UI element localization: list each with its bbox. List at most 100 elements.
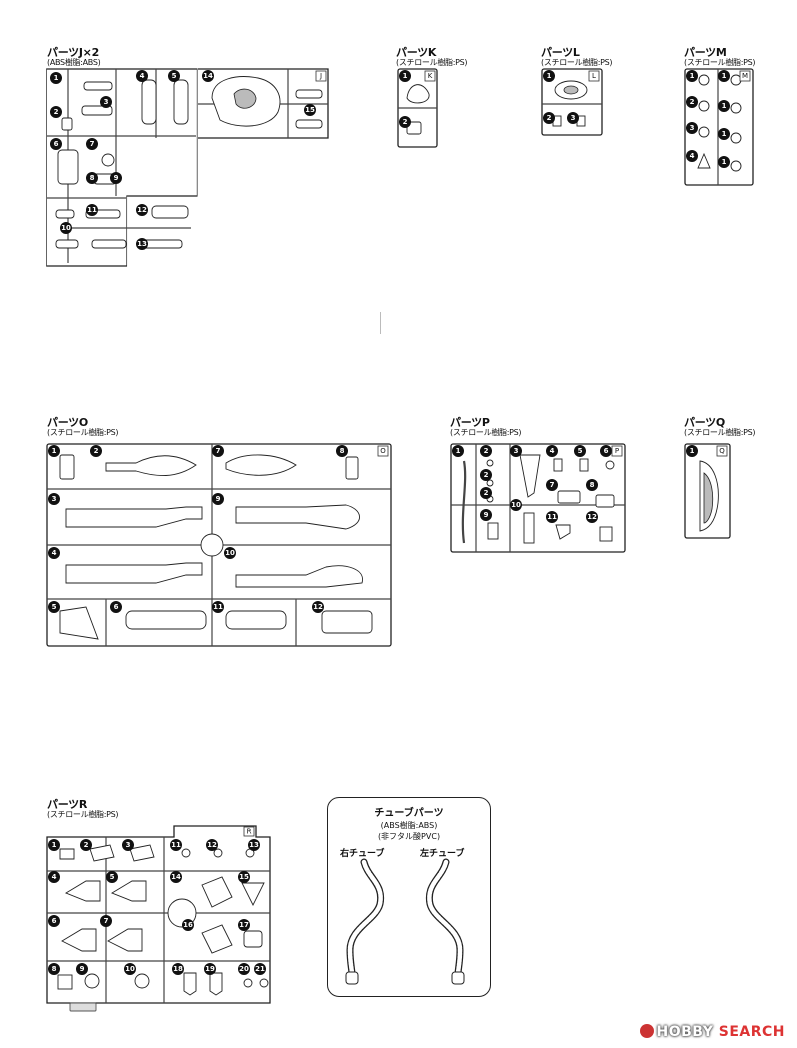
- svg-text:12: 12: [587, 513, 597, 521]
- svg-text:K: K: [428, 72, 433, 80]
- svg-text:3: 3: [126, 841, 131, 849]
- runner-p: 1 2 3 4 5 6 2 2 7 8 9 10 11 12 P: [450, 443, 626, 553]
- svg-text:3: 3: [690, 124, 695, 132]
- svg-text:5: 5: [172, 72, 177, 80]
- runner-o: 1 2 7 8 3 9 4 10 5 6 11 12 O: [46, 443, 392, 647]
- svg-text:8: 8: [52, 965, 57, 973]
- svg-text:10: 10: [511, 501, 521, 509]
- svg-text:4: 4: [140, 72, 145, 80]
- runner-r: 1 2 3 11 12 13 4 5 14 15 6 7 16 17 8 9 1…: [46, 825, 271, 1012]
- svg-text:13: 13: [137, 240, 147, 248]
- svg-text:3: 3: [104, 98, 109, 106]
- parts-k-title: パーツK: [396, 46, 437, 59]
- svg-text:2: 2: [484, 447, 489, 455]
- svg-text:9: 9: [80, 965, 85, 973]
- svg-text:4: 4: [52, 873, 57, 881]
- svg-text:19: 19: [205, 965, 215, 973]
- svg-text:5: 5: [578, 447, 583, 455]
- hobby-search-logo-icon: [639, 1024, 654, 1038]
- svg-text:P: P: [615, 447, 619, 455]
- parts-r-material: (スチロール樹脂:PS): [47, 810, 119, 819]
- svg-text:17: 17: [239, 921, 249, 929]
- runner-j: 1 2 3 4 5 6 7 8 9 11 12 10 13: [46, 68, 198, 267]
- svg-text:15: 15: [305, 106, 315, 114]
- tube-parts-title: チューブパーツ: [374, 808, 444, 819]
- svg-text:3: 3: [514, 447, 519, 455]
- svg-text:1: 1: [722, 130, 727, 138]
- svg-text:2: 2: [484, 489, 489, 497]
- svg-text:15: 15: [239, 873, 249, 881]
- svg-text:11: 11: [213, 603, 223, 611]
- svg-text:11: 11: [547, 513, 557, 521]
- svg-text:1: 1: [690, 447, 695, 455]
- svg-text:7: 7: [550, 481, 555, 489]
- svg-text:1: 1: [690, 72, 695, 80]
- svg-text:1: 1: [722, 102, 727, 110]
- svg-text:L: L: [592, 72, 596, 80]
- svg-text:8: 8: [590, 481, 595, 489]
- svg-text:1: 1: [547, 72, 552, 80]
- svg-text:4: 4: [52, 549, 57, 557]
- parts-j-material: (ABS樹脂:ABS): [47, 58, 101, 67]
- tube-parts-box: チューブパーツ (ABS樹脂:ABS) (非フタル酸PVC) 右チューブ 左チュ…: [327, 797, 491, 997]
- svg-text:7: 7: [90, 140, 95, 148]
- svg-text:7: 7: [216, 447, 221, 455]
- svg-text:10: 10: [61, 224, 71, 232]
- runner-l: 1 2 3 L: [541, 68, 603, 136]
- svg-text:1: 1: [722, 72, 727, 80]
- svg-text:2: 2: [403, 118, 408, 126]
- parts-o-title: パーツO: [47, 416, 88, 429]
- parts-r-title: パーツR: [47, 798, 88, 811]
- parts-k-material: (スチロール樹脂:PS): [396, 58, 468, 67]
- parts-p-material: (スチロール樹脂:PS): [450, 428, 522, 437]
- svg-text:16: 16: [183, 921, 193, 929]
- svg-text:2: 2: [547, 114, 552, 122]
- parts-l-material: (スチロール樹脂:PS): [541, 58, 613, 67]
- svg-text:10: 10: [225, 549, 235, 557]
- parts-q-material: (スチロール樹脂:PS): [684, 428, 756, 437]
- svg-text:11: 11: [87, 206, 97, 214]
- svg-text:6: 6: [54, 140, 59, 148]
- svg-text:4: 4: [550, 447, 555, 455]
- svg-text:4: 4: [690, 152, 695, 160]
- svg-text:21: 21: [255, 965, 265, 973]
- svg-text:2: 2: [484, 471, 489, 479]
- svg-text:1: 1: [722, 158, 727, 166]
- svg-text:O: O: [380, 447, 386, 455]
- svg-text:5: 5: [110, 873, 115, 881]
- svg-text:6: 6: [52, 917, 57, 925]
- parts-m-title: パーツM: [684, 46, 727, 59]
- tube-illustration: [345, 858, 465, 985]
- runner-k: 1 2 K: [397, 68, 438, 148]
- svg-text:12: 12: [137, 206, 147, 214]
- right-tube-label: 右チューブ: [340, 849, 385, 859]
- parts-m-material: (スチロール樹脂:PS): [684, 58, 756, 67]
- parts-l-title: パーツL: [541, 46, 580, 59]
- svg-text:8: 8: [90, 174, 95, 182]
- svg-text:6: 6: [604, 447, 609, 455]
- svg-text:3: 3: [571, 114, 576, 122]
- svg-text:8: 8: [340, 447, 345, 455]
- tube-material-pvc: (非フタル酸PVC): [377, 832, 441, 841]
- svg-text:1: 1: [52, 841, 57, 849]
- svg-text:11: 11: [171, 841, 181, 849]
- svg-text:R: R: [247, 828, 252, 836]
- svg-text:2: 2: [84, 841, 89, 849]
- svg-text:6: 6: [114, 603, 119, 611]
- svg-text:M: M: [742, 72, 748, 80]
- svg-text:18: 18: [173, 965, 183, 973]
- svg-text:2: 2: [54, 108, 59, 116]
- runner-j-extension: 14 15 J: [198, 68, 329, 139]
- svg-text:12: 12: [313, 603, 323, 611]
- svg-text:14: 14: [171, 873, 181, 881]
- svg-text:20: 20: [239, 965, 249, 973]
- svg-text:12: 12: [207, 841, 217, 849]
- svg-text:2: 2: [690, 98, 695, 106]
- svg-text:1: 1: [456, 447, 461, 455]
- svg-text:7: 7: [104, 917, 109, 925]
- parts-p-title: パーツP: [450, 416, 490, 429]
- svg-text:5: 5: [52, 603, 57, 611]
- svg-text:14: 14: [203, 72, 213, 80]
- svg-text:1: 1: [52, 447, 57, 455]
- svg-text:3: 3: [52, 495, 57, 503]
